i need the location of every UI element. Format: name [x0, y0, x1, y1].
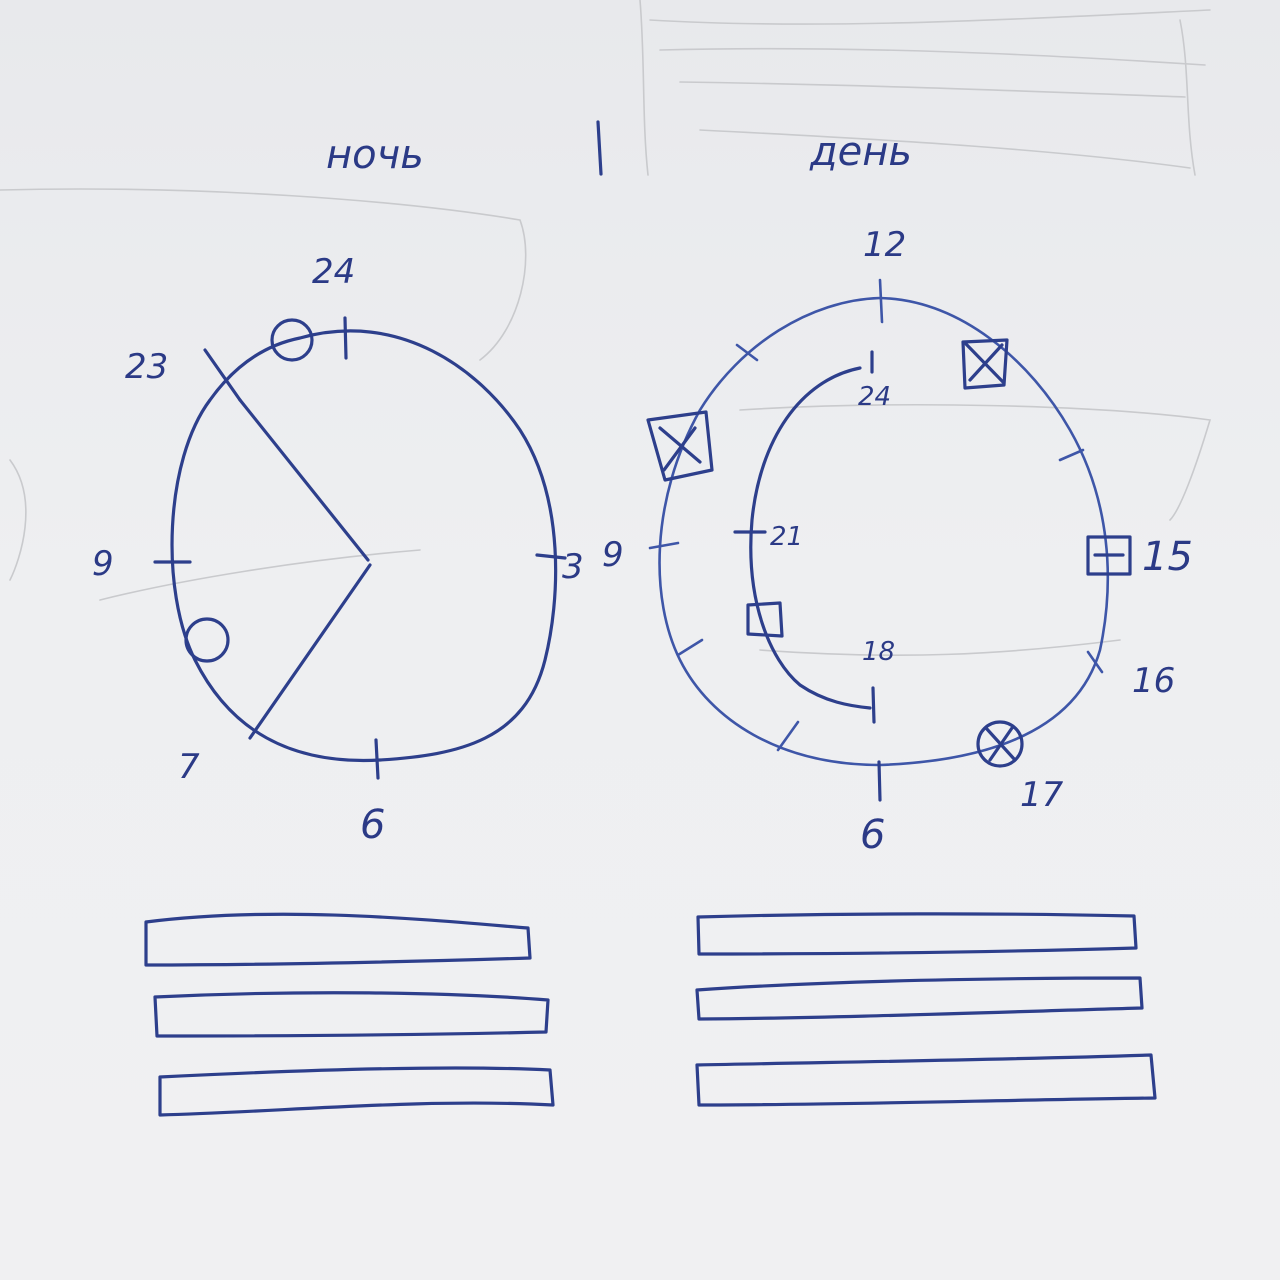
night-sector-line-23: [238, 398, 370, 562]
night-list-item[interactable]: [158, 1066, 555, 1117]
night-list-item[interactable]: [144, 912, 532, 967]
day-box-marker-inner: [746, 601, 784, 638]
night-label-3: 3: [562, 547, 584, 587]
night-sector-start-tick: [203, 348, 242, 402]
night-tick-3: [535, 553, 567, 560]
day-label-9: 9: [602, 535, 624, 575]
night-label-23: 23: [125, 347, 168, 387]
day-tick-9: [648, 541, 680, 550]
day-tick-6: [877, 760, 882, 802]
day-dial-outline: [658, 296, 1110, 767]
night-header: ночь: [326, 132, 424, 178]
day-label-17: 17: [1020, 775, 1064, 815]
day-list-item[interactable]: [695, 1053, 1157, 1107]
night-label-6: 6: [360, 802, 385, 848]
header-divider: [596, 120, 603, 176]
night-sector-line-7: [248, 563, 372, 740]
day-label-6: 6: [860, 812, 885, 858]
day-tick-upper-left: [735, 343, 759, 362]
night-tick-6: [374, 738, 380, 780]
day-crossed-box-marker-left: [646, 410, 714, 482]
day-inner-tick-18: [871, 686, 876, 724]
night-dial: [153, 316, 567, 780]
night-label-24: 24: [312, 252, 355, 292]
day-label-15: 15: [1142, 534, 1193, 580]
day-header: день: [809, 129, 912, 175]
night-circle-marker-top: [270, 318, 314, 362]
day-tick-right-upper: [1058, 448, 1085, 462]
day-crossed-circle-marker: [976, 720, 1024, 768]
day-inner-arc: [749, 366, 872, 710]
pencil-marks: [0, 0, 1212, 657]
night-list-item[interactable]: [153, 991, 550, 1038]
day-inner-label-24: 24: [858, 382, 891, 412]
day-inner-label-21: 21: [770, 522, 803, 552]
night-dial-outline: [170, 329, 558, 763]
day-minus-box-marker: [1086, 535, 1132, 576]
night-circle-marker-left: [184, 617, 230, 663]
day-dial: [646, 278, 1132, 802]
day-label-16: 16: [1132, 661, 1175, 701]
day-tick-12: [878, 278, 884, 324]
night-list: [144, 912, 555, 1117]
day-list: [695, 912, 1157, 1107]
day-list-item[interactable]: [695, 976, 1144, 1021]
night-label-9: 9: [92, 544, 114, 584]
day-tick-lower-left: [676, 638, 704, 657]
day-crossed-box-marker-top: [961, 338, 1009, 390]
night-tick-24: [343, 316, 348, 360]
day-tick-16: [1086, 650, 1104, 674]
day-tick-bottom-left: [776, 720, 800, 752]
day-inner-label-18: 18: [862, 637, 895, 667]
night-label-7: 7: [178, 747, 200, 787]
day-label-12: 12: [863, 225, 906, 265]
day-list-item[interactable]: [696, 912, 1138, 956]
